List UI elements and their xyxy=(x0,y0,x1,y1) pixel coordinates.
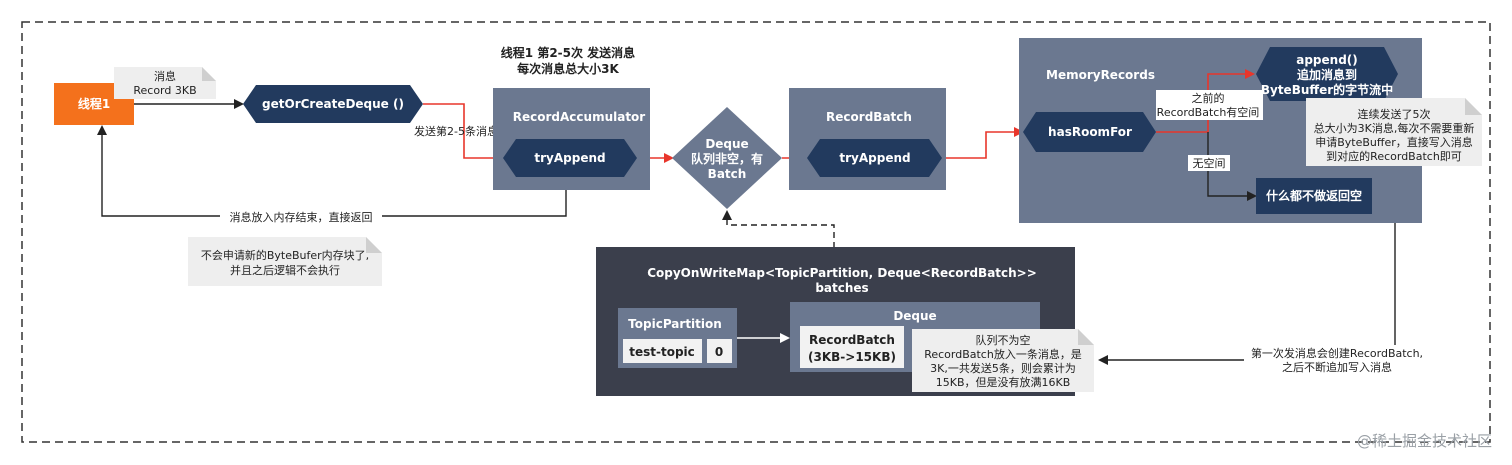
note-queue: 队列不为空 RecordBatch放入一条消息，是 3K,一共发送5条，则会累计… xyxy=(912,329,1094,392)
deque-batch-line2: (3KB->15KB) xyxy=(808,350,896,364)
edge-getorcreate-tryappend xyxy=(423,103,505,163)
edge-send-label: 发送第2-5条消息时 xyxy=(414,124,509,138)
topic-name: test-topic xyxy=(629,345,695,359)
accumulator-tryappend-label: tryAppend xyxy=(534,151,605,165)
edge-memory-deque xyxy=(1098,223,1396,365)
partition-value: 0 xyxy=(715,345,723,359)
edge-map-deque xyxy=(722,210,835,248)
append-node xyxy=(1256,47,1398,101)
edge-first-send-line1: 第一次发消息会创建RecordBatch, xyxy=(1251,346,1423,360)
hasroomfor-node xyxy=(1023,112,1156,152)
note-continuous-line1: 连续发送了5次 xyxy=(1358,107,1431,121)
memory-records-title: MemoryRecords xyxy=(1046,68,1155,82)
partition-cell xyxy=(707,339,732,363)
note-continuous-line2: 总大小为3K消息,每次不需要重新 xyxy=(1314,121,1475,135)
note-message-line1: 消息 xyxy=(154,69,176,83)
edge-return-labelbg xyxy=(220,209,382,225)
map-line1: CopyOnWriteMap<TopicPartition, Deque<Rec… xyxy=(647,266,1037,280)
thread-label: 线程1 xyxy=(78,96,110,111)
title-line2: 每次消息总大小3K xyxy=(517,61,619,76)
note-message-line2: Record 3KB xyxy=(133,84,196,97)
edge-no-room-label: 无空间 xyxy=(1193,156,1226,170)
note-queue-line4: 15KB，但是没有放满16KB xyxy=(936,375,1071,389)
edge-has-room-line2: RecordBatch有空间 xyxy=(1157,105,1260,119)
note-message: 消息 Record 3KB xyxy=(114,67,216,99)
outer-frame xyxy=(21,21,1491,443)
edge-first-send-line2: 之后不断追加写入消息 xyxy=(1282,360,1392,374)
deque-recordbatch-cell xyxy=(800,326,904,368)
recordbatch-tryappend-label: tryAppend xyxy=(839,151,910,165)
note-continuous-line3: 申请ByteBuffer，直接写入消息 xyxy=(1315,135,1473,149)
do-nothing-label: 什么都不做返回空 xyxy=(1266,188,1362,203)
record-accumulator-title: RecordAccumulator xyxy=(513,110,646,124)
edge-return-label: 消息放入内存结束，直接返回 xyxy=(230,210,373,224)
note-continuous-line4: 到对应的RecordBatch即可 xyxy=(1326,149,1462,163)
note-continuous: 连续发送了5次 总大小为3K消息,每次不需要重新 申请ByteBuffer，直接… xyxy=(1306,98,1482,166)
do-nothing-box xyxy=(1256,178,1372,214)
topic-partition-title: TopicPartition xyxy=(628,317,722,331)
note-no-alloc-line2: 并且之后逻辑不会执行 xyxy=(230,263,340,277)
append-line3: ByteBuffer的字节流中 xyxy=(1261,82,1393,97)
edge-no-room-labelbg xyxy=(1188,155,1230,171)
title-line1: 线程1 第2-5次 发送消息 xyxy=(501,45,635,60)
note-queue-line3: 3K,一共发送5条，则会累计为 xyxy=(930,361,1076,375)
record-batch-title: RecordBatch xyxy=(826,110,912,124)
recordbatch-tryappend-node xyxy=(807,139,942,177)
append-line2: 追加消息到 xyxy=(1297,67,1357,82)
note-no-alloc: 不会申请新的ByteBufer内存块了, 并且之后逻辑不会执行 xyxy=(188,237,382,286)
getorcreate-deque-node xyxy=(243,85,423,123)
map-line2: batches xyxy=(815,281,868,295)
deque-title: Deque xyxy=(893,309,936,323)
decision-line3: Batch xyxy=(708,167,747,181)
note-queue-line1: 队列不为空 xyxy=(976,333,1031,347)
edge-hasroomfor-donothing xyxy=(1207,132,1257,201)
watermark-text: @稀土掘金技术社区 xyxy=(1357,432,1492,450)
append-line1: append() xyxy=(1296,53,1358,67)
edge-first-send-labelbg xyxy=(1244,345,1430,375)
note-queue-line2: RecordBatch放入一条消息，是 xyxy=(924,347,1082,361)
accumulator-tryappend-node xyxy=(503,139,637,177)
edge-has-room-line1: 之前的 xyxy=(1192,91,1225,105)
topic-name-cell xyxy=(623,339,702,363)
edge-recordbatch-hasroomfor xyxy=(946,127,1024,159)
hasroomfor-label: hasRoomFor xyxy=(1048,125,1132,139)
edge-has-room-labelbg xyxy=(1156,90,1263,120)
getorcreate-deque-label: getOrCreateDeque () xyxy=(262,97,404,111)
deque-decision-node xyxy=(672,107,782,209)
note-no-alloc-line1: 不会申请新的ByteBufer内存块了, xyxy=(201,248,369,262)
decision-line1: Deque xyxy=(705,137,748,151)
deque-batch-line1: RecordBatch xyxy=(809,333,895,347)
decision-line2: 队列非空，有 xyxy=(691,151,763,166)
